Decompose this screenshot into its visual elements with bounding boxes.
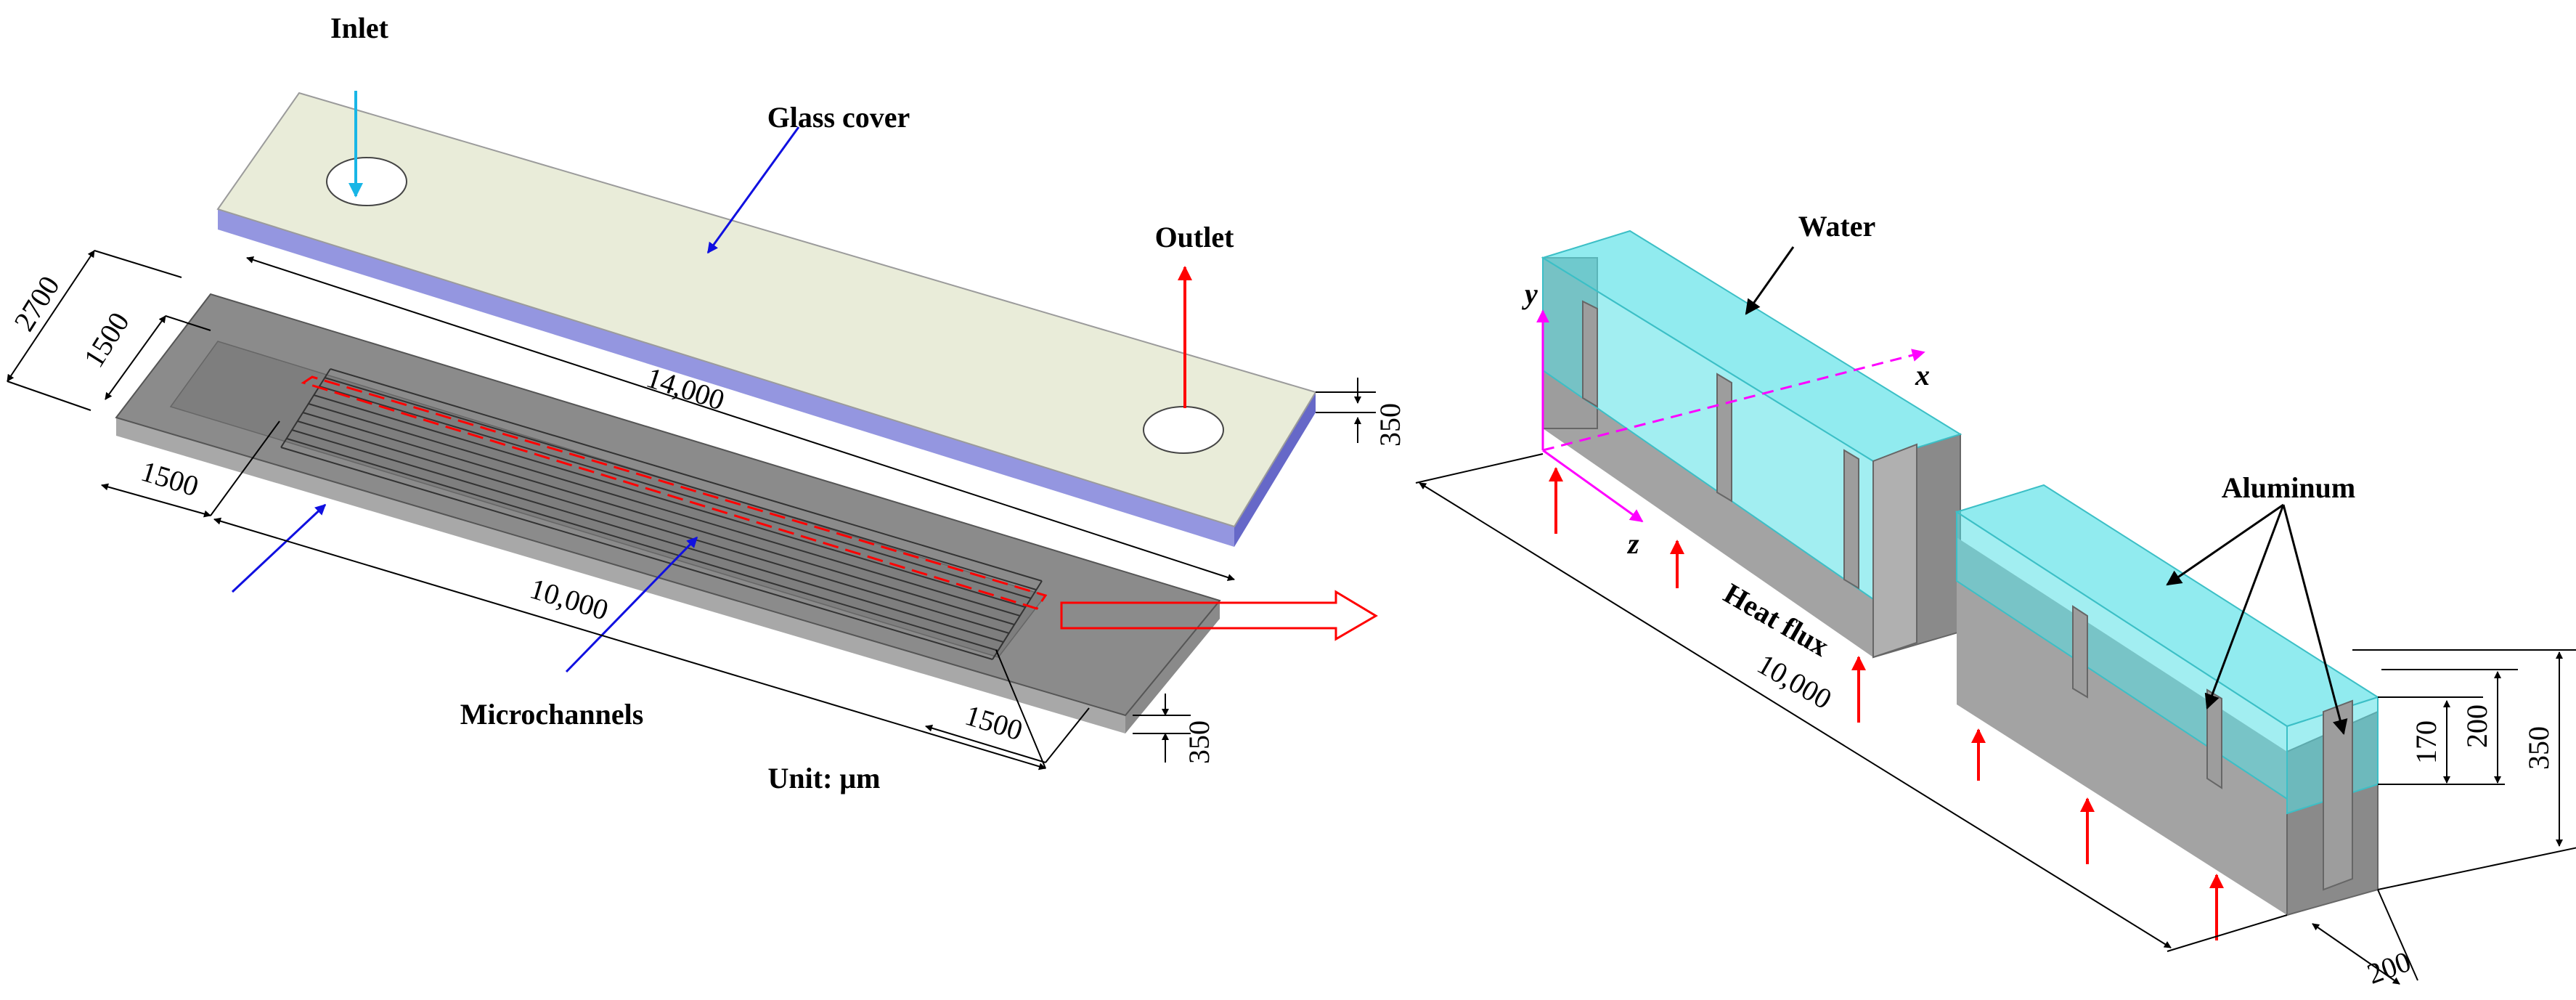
rear-end-fin [1872, 443, 1917, 659]
outlet-hole [1143, 406, 1224, 454]
outlet-label: Outlet [1155, 221, 1235, 253]
glass-cover-pointer [706, 126, 800, 254]
base-plate-end-face [1125, 601, 1220, 733]
dim-2700: 2700 [7, 270, 66, 337]
y-axis-label: y [1522, 277, 1538, 310]
inlet-label: Inlet [330, 12, 389, 44]
dim-350-cover: 350 [1374, 403, 1406, 447]
channel-block-front [1955, 484, 2380, 916]
right-dimensions [1415, 453, 2576, 985]
dim-1500-width: 1500 [77, 306, 136, 373]
microchannels-label: Microchannels [460, 698, 644, 731]
dim-350-base: 350 [1183, 720, 1215, 764]
left-dimensions [7, 250, 1376, 771]
water-pointer [1745, 246, 1795, 315]
left-panel: Inlet Glass cover Outlet Microchannels U… [7, 12, 1406, 794]
z-axis-label: z [1626, 527, 1639, 560]
dim-200-bottom: 200 [2363, 945, 2415, 991]
dim-350-right: 350 [2522, 726, 2555, 770]
aluminum-pointer-1 [2166, 503, 2284, 586]
aluminum-pointer-3 [2282, 504, 2348, 736]
aluminum-pointer-2 [2204, 504, 2285, 710]
dim-10000-right: 10,000 [1752, 647, 1838, 715]
dim-10000: 10,000 [526, 572, 612, 626]
dim-200: 200 [2461, 704, 2493, 748]
outflow-hollow-arrow [1060, 590, 1378, 641]
unit-label: Unit: μm [768, 762, 881, 794]
x-axis-arrow [1542, 349, 1925, 452]
glass-cover-label: Glass cover [767, 101, 910, 134]
right-panel: y x z [1415, 210, 2576, 991]
x-axis-label: x [1915, 359, 1930, 391]
aluminum-label: Aluminum [2222, 471, 2356, 504]
dim-1500-inlet: 1500 [137, 455, 203, 503]
inlet-hole [326, 157, 407, 206]
water-label: Water [1798, 210, 1876, 243]
glass-cover-end-face [1234, 392, 1316, 547]
dim-170: 170 [2410, 720, 2442, 764]
